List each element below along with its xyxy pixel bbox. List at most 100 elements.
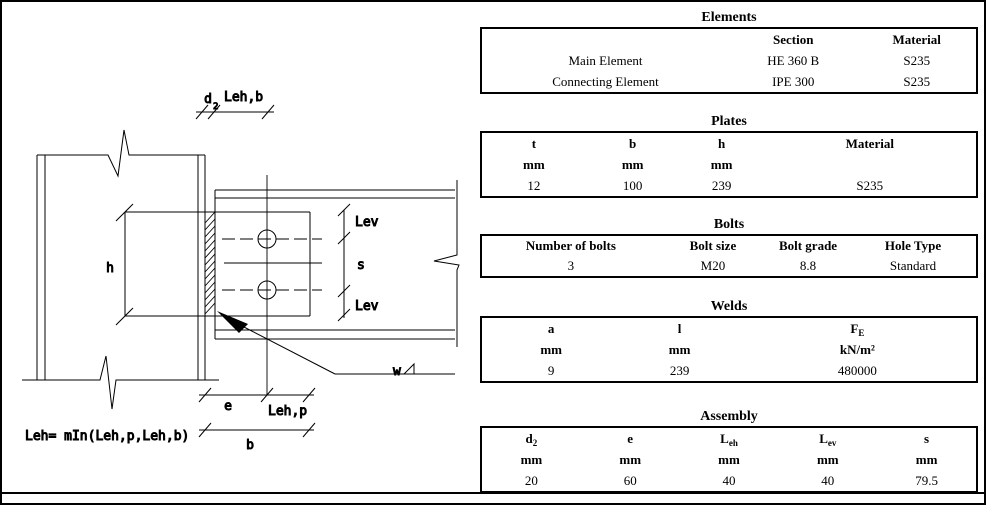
header-cell-t: t — [531, 136, 537, 151]
header-cell-l: l — [677, 321, 682, 336]
value-cell-bolt-size: M20 — [700, 258, 726, 273]
plate-and-web-outline — [115, 203, 311, 326]
table-units-row: mm mm kN/m² — [482, 339, 976, 360]
units-cell: mm — [520, 452, 543, 467]
plates-table-box: t b h Material mm mm mm 12 100 239 S235 — [480, 131, 978, 198]
header-cell-section: Section — [772, 32, 814, 47]
header-lev-main: L — [819, 431, 828, 446]
value-cell-d2: 20 — [524, 473, 538, 488]
value-cell-b: 100 — [622, 178, 643, 193]
header-cell — [482, 29, 729, 50]
units-cell: kN/m² — [839, 342, 875, 357]
table-header-row: d2 e Leh Lev s — [482, 428, 976, 449]
table-header-row: t b h Material — [482, 133, 976, 154]
header-lev-sub: ev — [827, 438, 837, 448]
table-row: Connecting Element IPE 300 S235 — [482, 71, 976, 92]
value-cell-fe: 480000 — [837, 363, 877, 378]
label-e: e — [224, 399, 232, 414]
units-cell: mm — [816, 452, 839, 467]
weld-hatch — [204, 211, 216, 315]
label-h: h — [106, 261, 114, 276]
value-cell-l: 239 — [669, 363, 690, 378]
header-cell-s: s — [924, 431, 930, 446]
table-units-row: mm mm mm — [482, 154, 976, 175]
value-cell-hole-type: Standard — [889, 258, 937, 273]
units-cell: mm — [619, 452, 642, 467]
units-cell: mm — [668, 342, 691, 357]
header-cell-material: Material — [845, 136, 894, 151]
assembly-table: Assembly d2 e Leh Lev s mm mm mm mm mm 2… — [480, 409, 978, 493]
fillet-weld-icon — [402, 362, 415, 375]
units-cell: mm — [718, 452, 740, 467]
assembly-table-box: d2 e Leh Lev s mm mm mm mm mm 20 60 40 4… — [480, 426, 978, 493]
header-cell-leh: Leh — [680, 428, 779, 449]
cell-main-element: Main Element — [568, 53, 643, 68]
beam-outline — [214, 180, 460, 347]
header-cell-b: b — [629, 136, 637, 151]
cell-connecting-section: IPE 300 — [772, 74, 815, 89]
header-cell-d2: d2 — [482, 428, 581, 449]
bolts-table-box: Number of bolts Bolt size Bolt grade Hol… — [480, 234, 978, 278]
bolts-table: Bolts Number of bolts Bolt size Bolt gra… — [480, 217, 978, 278]
value-cell-a: 9 — [547, 363, 555, 378]
label-leh-b: Leh,b — [224, 90, 263, 105]
cell-main-section: HE 360 B — [767, 53, 820, 68]
units-cell: mm — [710, 157, 733, 172]
table-values-row: 9 239 480000 — [482, 360, 976, 381]
header-leh-main: L — [720, 431, 729, 446]
bolts-table-title: Bolts — [713, 217, 745, 232]
elements-table: Elements Section Material Main Element H… — [480, 10, 978, 94]
label-d2: d — [204, 92, 212, 107]
cell-main-material: S235 — [903, 53, 931, 68]
welds-table-box: a l FE mm mm kN/m² 9 239 480000 — [480, 316, 978, 383]
page-bottom-rule — [2, 492, 984, 494]
cell-connecting-element: Connecting Element — [552, 74, 659, 89]
dimension-top — [195, 104, 275, 120]
value-cell-lev: 40 — [821, 473, 835, 488]
table-units-row: mm mm mm mm mm — [482, 449, 976, 470]
header-cell-bolt-grade: Bolt grade — [778, 238, 838, 253]
header-fe-sub: E — [858, 328, 865, 338]
units-cell: mm — [915, 452, 938, 467]
header-d2-sub: 2 — [532, 438, 538, 448]
plates-table: Plates t b h Material mm mm mm 12 100 23… — [480, 114, 978, 198]
cell-connecting-material: S235 — [903, 74, 931, 89]
label-leh-formula: Leh= mIn(Leh,p,Leh,b) — [25, 429, 189, 444]
header-leh-sub: eh — [728, 438, 738, 448]
label-d2-sub: 2 — [213, 102, 218, 112]
dimension-e-lehp — [198, 387, 316, 403]
header-cell-h: h — [717, 136, 726, 151]
value-cell-leh: 40 — [722, 473, 736, 488]
header-cell-material: Material — [892, 32, 941, 47]
table-header-row: a l FE — [482, 318, 976, 339]
units-cell: mm — [523, 157, 545, 172]
elements-table-box: Section Material Main Element HE 360 B S… — [480, 27, 978, 94]
connection-drawing: h — [22, 90, 460, 454]
label-lev-top: Lev — [355, 215, 379, 230]
header-fe-main: F — [850, 321, 859, 336]
header-cell-hole-type: Hole Type — [884, 238, 942, 253]
value-cell-s: 79.5 — [915, 473, 938, 488]
table-values-row: 3 M20 8.8 Standard — [482, 256, 976, 276]
elements-table-title: Elements — [701, 10, 757, 25]
table-header-row: Section Material — [482, 29, 976, 50]
value-cell-t: 12 — [527, 178, 541, 193]
value-cell-number-of-bolts: 3 — [567, 258, 575, 273]
assembly-table-title: Assembly — [700, 409, 758, 424]
units-cell: mm — [621, 157, 644, 172]
header-cell-number-of-bolts: Number of bolts — [525, 238, 616, 253]
bolt-group — [222, 175, 322, 395]
table-values-row: 20 60 40 40 79.5 — [482, 470, 976, 491]
value-cell-bolt-grade: 8.8 — [799, 258, 817, 273]
welds-table-title: Welds — [710, 299, 748, 314]
table-values-row: 12 100 239 S235 — [482, 175, 976, 196]
label-leh-p: Leh,p — [268, 404, 307, 419]
header-cell-a: a — [547, 321, 555, 336]
header-cell-e: e — [627, 431, 634, 446]
units-cell — [764, 154, 976, 175]
label-b: b — [246, 438, 254, 453]
plates-table-title: Plates — [711, 114, 747, 129]
dimension-right — [337, 203, 351, 322]
label-lev-bottom: Lev — [355, 299, 379, 314]
column-outline — [22, 129, 219, 410]
